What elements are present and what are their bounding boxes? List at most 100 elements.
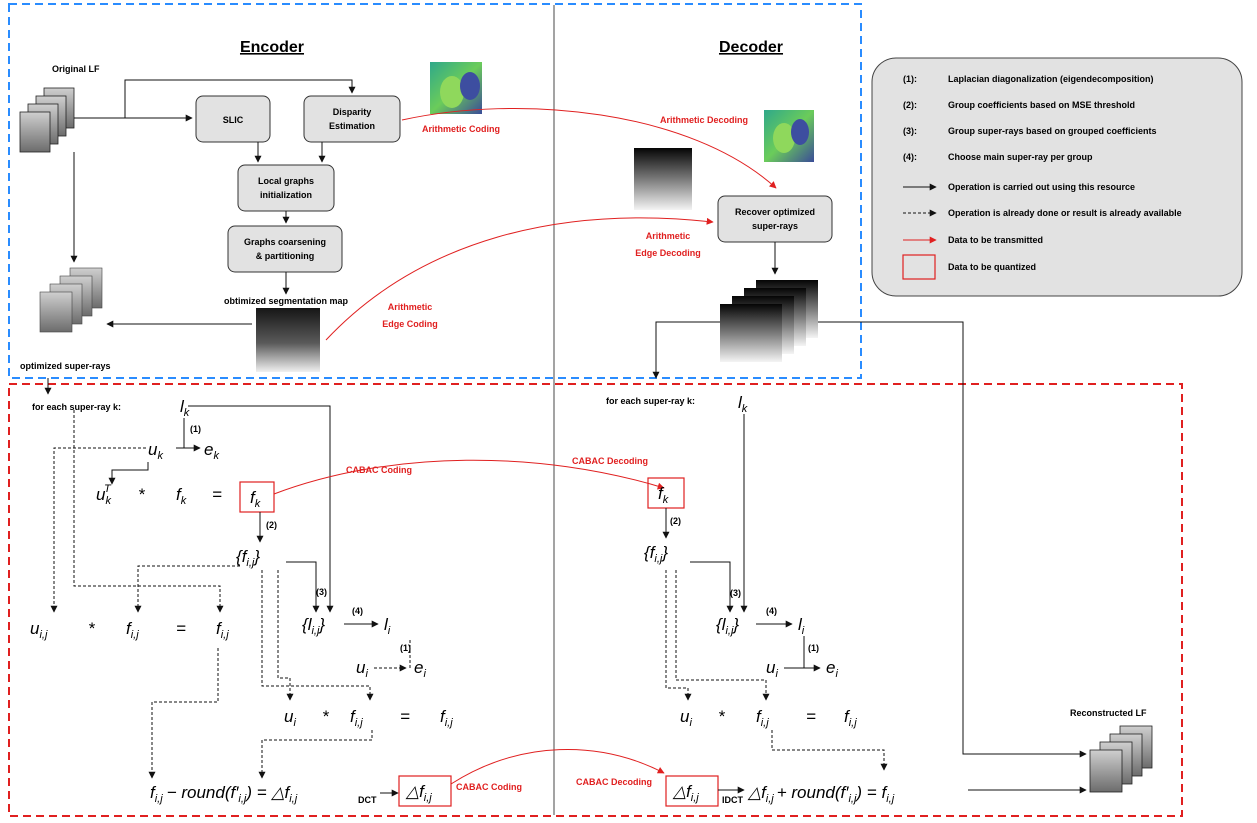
recover-box [717,195,833,243]
arith-coding-arrow [401,107,777,189]
fk-symbol: fk [176,485,187,507]
delta-hat-symbol: △fi,j [405,782,432,804]
fij-hat-symbol-dec: fi,j [756,707,769,729]
star-symbol-dec: * [718,707,726,726]
for-each-left-label: for each super-ray k: [32,402,121,412]
cabac-coding-bottom-arrow [450,749,665,785]
step1b-label-enc: (1) [400,643,411,653]
step4-label-enc: (4) [352,606,363,616]
fprime-ij-symbol-dec: fi,j [844,707,857,729]
legend-step1-num: (1): [903,74,917,84]
fk-hat-box [239,481,275,513]
decoded-disparity-image [764,110,814,162]
ui-symbol: ui [356,658,368,680]
fij-hat-symbol-2: fi,j [350,707,363,729]
coarsening-label-2: & partitioning [256,251,315,261]
decoder-lower-dashed-arrows [665,570,888,771]
original-lf-label: Original LF [52,64,100,74]
disparity-label-1: Disparity [333,107,372,117]
cabac-decoding-label: CABAC Decoding [572,456,648,466]
for-each-right-label: for each super-ray k: [606,396,695,406]
step1-label-enc: (1) [190,424,201,434]
legend-red-text: Data to be transmitted [948,235,1043,245]
lk-symbol-dec: lk [738,393,748,415]
legend-panel: (1): Laplacian diagonalization (eigendec… [871,57,1243,297]
cabac-coding-arrow [273,459,665,495]
legend-step2-num: (2): [903,100,917,110]
arith-edge-coding-arrow [325,217,714,341]
delta-hat-symbol-dec: △fi,j [672,782,699,804]
fij-group-symbol-dec: {fi,j} [644,543,668,565]
delta-box-decoder [665,775,719,807]
legend-redbox-text: Data to be quantized [948,262,1036,272]
dct-label: DCT [358,795,377,805]
decoder-lower-labels: (2) (3) (4) (1) IDCT CABAC Decoding CABA… [572,456,819,805]
step2-label-enc: (2) [266,520,277,530]
decoder-equations: lk fk {fi,j} {li,j} li ui ei ui * fi,j =… [644,393,895,807]
ei-symbol-dec: ei [826,658,838,680]
local-graphs-label-2: initialization [260,190,312,200]
encoder-lower-dashed-arrows [50,410,411,779]
step1-label-dec: (1) [808,643,819,653]
legend-red-box-icon [902,254,936,280]
transform-frame [8,383,1183,817]
decoder-title: Decoder [719,39,783,56]
step4-label-dec: (4) [766,606,777,616]
lij-group-symbol-dec: {li,j} [716,615,739,637]
residual-equation: fi,j− round(f′i,j) = △fi,j [150,783,298,805]
cabac-coding-label: CABAC Coding [346,465,412,475]
li-symbol-dec: li [798,615,805,637]
arith-edge-coding-label-2: Edge Coding [382,319,438,329]
legend-step4-text: Choose main super-ray per group [948,152,1093,162]
decoder-lower-arrows [662,414,1087,794]
ui-symbol-dec-2: ui [680,707,692,729]
original-lf-stack-icon [19,87,75,153]
legend-solid-text: Operation is carried out using this reso… [948,182,1135,192]
legend-step3-num: (3): [903,126,917,136]
disparity-box [303,95,401,143]
star-symbol-3: * [322,707,330,726]
ui-symbol-2: ui [284,707,296,729]
arith-edge-decoding-label-1: Arithmetic [646,231,691,241]
reconstruction-equation: △fi,j+ round(f′i,j) = fi,j [747,783,895,805]
fprime-ij-symbol: fi,j [440,707,453,729]
arith-decoding-label: Arithmetic Decoding [660,115,748,125]
arith-edge-coding-label-1: Arithmetic [388,302,433,312]
star-symbol-2: * [88,619,96,638]
step3-label-enc: (3) [316,587,327,597]
disparity-label-2: Estimation [329,121,375,131]
slic-label: SLIC [223,115,244,125]
star-symbol-1: * [138,485,146,504]
reconstructed-lf-label: Reconstructed LF [1070,708,1147,718]
decoded-super-rays-stack-icon [720,280,818,362]
ei-symbol: ei [414,658,426,680]
arith-coding-label: Arithmetic Coding [422,124,500,134]
local-graphs-box [237,164,335,212]
disparity-map-image [430,62,482,114]
recover-label-1: Recover optimized [735,207,815,217]
uij-symbol: ui,j [30,619,48,641]
lk-symbol: lk [180,397,190,419]
fij-hat-symbol: fi,j [126,619,139,641]
legend-step2-text: Group coefficients based on MSE threshol… [948,100,1135,110]
seg-map-label: obtimized segmentation map [224,296,349,306]
arith-edge-decoding-label-2: Edge Decoding [635,248,701,258]
coarsening-label-1: Graphs coarsening [244,237,326,247]
encoder-lower-labels: (1) (2) (3) (4) (1) DCT CABAC Coding CAB… [190,424,522,805]
encoder-equations: lk uk ek ukT * fk = fk {fi,j} ui,j * fi,… [30,397,453,807]
delta-box-encoder [398,775,452,807]
reconstructed-lf-stack-icon [1089,725,1153,793]
ui-symbol-dec: ui [766,658,778,680]
fk-hat-symbol-dec: fk [658,484,669,506]
legend-step1-text: Laplacian diagonalization (eigendecompos… [948,74,1154,84]
encoder-title: Encoder [240,39,304,56]
eq-symbol-1: = [212,485,222,504]
super-rays-label: optimized super-rays [20,361,111,371]
ukT-symbol: ukT [96,483,112,507]
li-symbol: li [384,615,391,637]
lij-group-symbol: {li,j} [302,615,325,637]
legend-step3-text: Group super-rays based on grouped coeffi… [948,126,1157,136]
fij-symbol: fi,j [216,619,229,641]
encoder-frame [8,3,862,379]
legend-dashed-text: Operation is already done or result is a… [948,208,1182,218]
